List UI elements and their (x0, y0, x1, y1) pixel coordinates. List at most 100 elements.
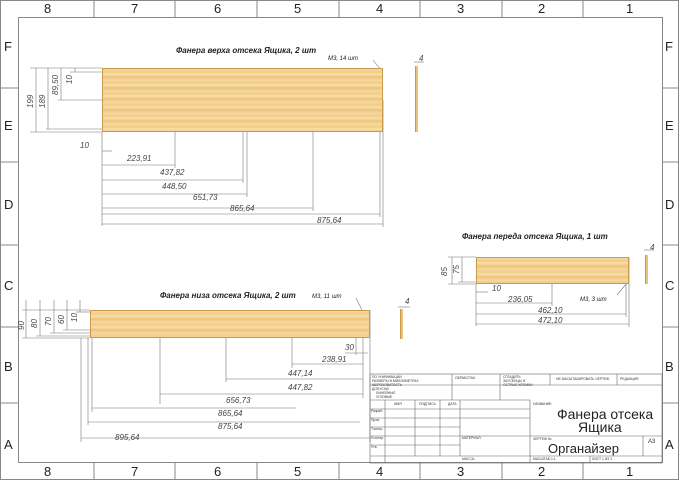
tb-norm-control: Н.контр. (371, 436, 385, 440)
column-label-5: 5 (294, 1, 302, 16)
bottom-height-dim-90: 90 (17, 321, 26, 330)
column-label-2: 2 (538, 1, 546, 16)
row-label-d: D (4, 197, 14, 212)
tb-sharp-edges: ОСТРЫЕ КРОМКИ (503, 383, 533, 387)
front-height-dim-75: 75 (452, 265, 461, 274)
tb-do-not-scale: НЕ МАСШТАБИРОВАТЬ ЧЕРТЕЖ (556, 377, 610, 381)
tb-unification: ПО УНИФИКАЦИИ (372, 375, 402, 379)
top-part-screw-note: М3, 14 шт (328, 56, 358, 62)
column-label-6: 6 (214, 1, 222, 16)
front-thickness-dim: 4 (650, 243, 655, 252)
front-length-dim-10: 10 (492, 284, 501, 293)
top-length-dim-865: 865,64 (230, 204, 255, 213)
tb-col-name: ИМЯ (394, 402, 402, 406)
row-label-c: C (4, 278, 14, 293)
row-label-e: E (4, 118, 13, 133)
tb-smooth: СГЛАДИТЬ (503, 375, 521, 379)
tb-revision: РЕДАКЦИЯ (620, 377, 639, 381)
column-label-5-bottom: 5 (294, 464, 302, 479)
column-label-8: 8 (44, 1, 52, 16)
column-label-8-bottom: 8 (44, 464, 52, 479)
front-part-title: Фанера переда отсека Ящика, 1 шт (462, 232, 608, 241)
bottom-part-screw-note: М3, 11 шт (312, 294, 342, 300)
front-length-dim-236: 236,05 (508, 295, 533, 304)
top-length-dim-437: 437,82 (160, 168, 185, 177)
tb-part-name-line2: Ящика (578, 419, 622, 435)
tb-col-signature: ПОДПИСЬ (419, 402, 436, 406)
tb-angular: УГЛОВЫЕ (376, 395, 393, 399)
row-label-b: B (4, 359, 13, 374)
row-label-e-right: E (665, 118, 674, 133)
top-part-title: Фанера верха отсека Ящика, 2 шт (176, 46, 317, 55)
top-length-dim-10: 10 (80, 141, 89, 150)
bottom-length-dim-656: 656,73 (226, 396, 251, 405)
front-length-dim-472: 472,10 (538, 316, 563, 325)
column-label-7: 7 (131, 1, 139, 16)
column-label-3-bottom: 3 (457, 464, 465, 479)
tb-linear: ЛИНЕЙНЫЕ (376, 391, 396, 395)
row-label-a: A (4, 437, 13, 452)
front-panel-edge-view (645, 255, 648, 284)
row-label-f-right: F (665, 39, 673, 54)
column-label-3: 3 (457, 1, 465, 16)
row-label-a-right: A (665, 437, 674, 452)
bottom-height-dim-80: 80 (30, 319, 39, 328)
column-label-4: 4 (376, 1, 384, 16)
column-label-4-bottom: 4 (376, 464, 384, 479)
bottom-panel-edge-view (400, 309, 403, 339)
bottom-length-dim-447-82: 447,82 (288, 383, 313, 392)
front-part-screw-note: М3, 3 шт (580, 297, 607, 303)
top-height-dim-199: 199 (26, 94, 35, 108)
tb-material: МАТЕРИАЛ: (462, 436, 482, 440)
tb-processing: ОБРАБОТКА (455, 376, 476, 380)
bottom-height-dim-60: 60 (57, 315, 66, 324)
bottom-length-dim-30: 30 (345, 343, 354, 352)
tb-tech-control: Т.контр. (371, 427, 384, 431)
bottom-length-dim-895: 895,64 (115, 433, 140, 442)
top-length-dim-448: 448,50 (162, 182, 187, 191)
tb-mass: МАССА: (462, 457, 476, 461)
column-label-1-bottom: 1 (626, 464, 634, 479)
tb-checked: Пров. (371, 418, 380, 422)
tb-developed: Разраб. (371, 409, 384, 413)
top-height-dim-10: 10 (65, 75, 74, 84)
row-label-f: F (4, 39, 12, 54)
bottom-length-dim-875: 875,64 (218, 422, 243, 431)
tb-drawing-no: ЧЕРТЕЖ № (533, 437, 552, 441)
tb-roughness: ШЕРОХОВАТОСТЬ (372, 383, 403, 387)
tb-format: А3 (648, 439, 656, 445)
top-length-dim-651: 651,73 (193, 193, 218, 202)
bottom-height-dim-10: 10 (70, 313, 79, 322)
tb-part-name-line1: Фанера отсека (557, 406, 654, 422)
front-length-dim-462: 462,10 (538, 306, 563, 315)
column-label-7-bottom: 7 (131, 464, 139, 479)
row-label-d-right: D (665, 197, 675, 212)
top-length-dim-223: 223,91 (127, 154, 152, 163)
bottom-part-title: Фанера низа отсека Ящика, 2 шт (160, 291, 296, 300)
top-panel-edge-view (415, 66, 418, 132)
tb-approved: Утв. (371, 445, 378, 449)
row-label-b-right: B (665, 359, 674, 374)
tb-burrs: ЗАУСЕНЦЫ И (503, 379, 526, 383)
tb-sheet: ЛИСТ 1 ИЗ 1 (592, 457, 613, 461)
column-label-2-bottom: 2 (538, 464, 546, 479)
tb-name-label: НАЗВАНИЕ: (533, 402, 553, 406)
front-plywood-panel (476, 257, 629, 284)
tb-dimensions-mm: РАЗМЕРЫ В МИЛЛИМЕТРАХ (372, 379, 419, 383)
row-label-c-right: C (665, 278, 675, 293)
column-label-1: 1 (626, 1, 634, 16)
top-thickness-dim: 4 (419, 54, 424, 63)
tb-project-name: Органайзер (548, 441, 619, 456)
front-height-dim-85: 85 (440, 267, 449, 276)
tb-scale: МАСШТАБ:1:1 (533, 457, 556, 461)
tb-col-date: ДАТА (448, 402, 457, 406)
bottom-length-dim-447-14: 447,14 (288, 369, 313, 378)
tb-tolerances: ДОПУСКИ: (372, 387, 390, 391)
bottom-length-dim-865: 865,64 (218, 409, 243, 418)
bottom-height-dim-70: 70 (44, 317, 53, 326)
top-height-dim-89-50: 89,50 (51, 74, 60, 95)
bottom-length-dim-238: 238,91 (322, 355, 347, 364)
top-plywood-panel (102, 68, 383, 132)
top-length-dim-875: 875,64 (317, 216, 342, 225)
bottom-plywood-panel (90, 310, 370, 338)
